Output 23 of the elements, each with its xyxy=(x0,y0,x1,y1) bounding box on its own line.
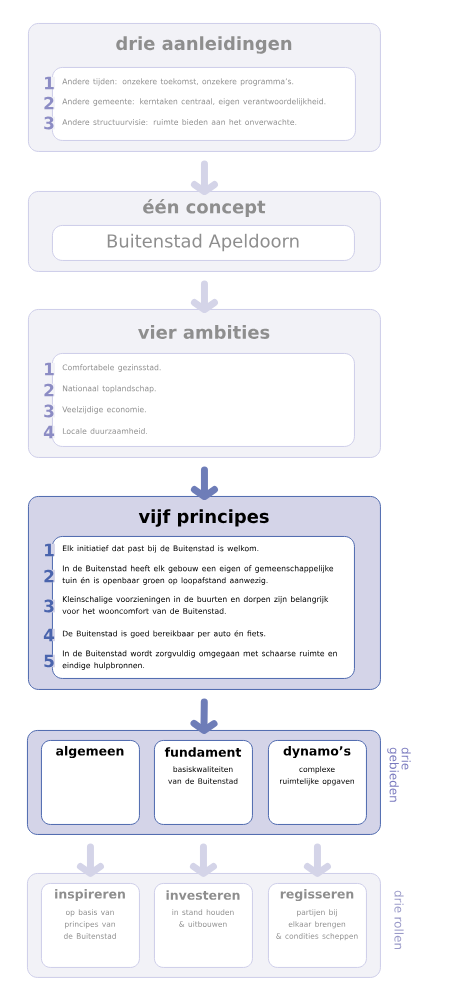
card: algemeen xyxy=(41,740,140,825)
arrow xyxy=(190,466,218,500)
arrow xyxy=(190,160,218,195)
arrow xyxy=(303,843,331,877)
arrow xyxy=(76,843,104,877)
list-number: 2 xyxy=(43,383,55,397)
list-number: 2 xyxy=(43,96,55,110)
name-box: Buitenstad Apeldoorn xyxy=(52,225,355,261)
side-label: drie rollen xyxy=(394,890,404,950)
list-number: 3 xyxy=(43,404,55,418)
list-number: 4 xyxy=(43,425,55,439)
list-number: 1 xyxy=(43,543,55,557)
arrow xyxy=(189,843,217,877)
arrow xyxy=(190,280,218,313)
list-number: 4 xyxy=(43,628,55,642)
list-number: 3 xyxy=(43,116,55,130)
list-number: 1 xyxy=(43,362,55,376)
list-number: 2 xyxy=(43,569,55,583)
list-number: 1 xyxy=(43,76,55,90)
side-label: drie gebieden xyxy=(387,747,411,802)
list-number: 5 xyxy=(43,654,55,668)
arrow xyxy=(190,698,218,734)
list-number: 3 xyxy=(43,599,55,613)
